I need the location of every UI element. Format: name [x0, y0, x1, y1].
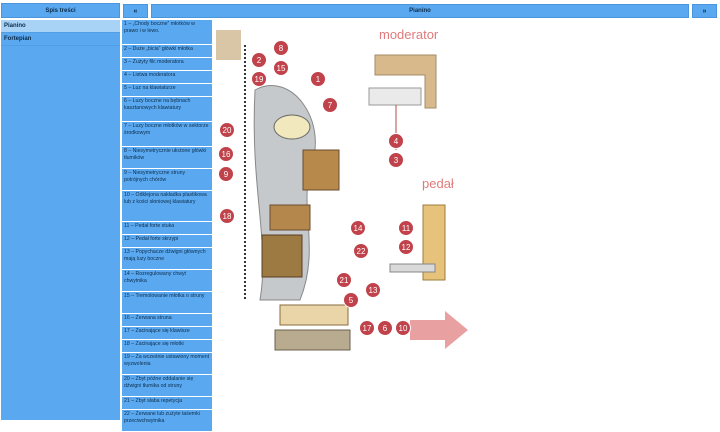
marker-19[interactable]: 19 — [251, 71, 267, 87]
list-item[interactable]: 4 – Listwa moderatora — [122, 71, 212, 84]
moderator-label: moderator — [379, 27, 439, 42]
prev-button[interactable]: « — [123, 4, 148, 18]
marker-17[interactable]: 17 — [359, 320, 375, 336]
marker-7[interactable]: 7 — [322, 97, 338, 113]
marker-3[interactable]: 3 — [388, 152, 404, 168]
list-item[interactable]: 3 – Zużyty filc moderatora — [122, 58, 212, 71]
marker-2[interactable]: 2 — [251, 52, 267, 68]
list-item[interactable]: 1 – „Chody boczne” młotków w prawo i w l… — [122, 20, 212, 45]
marker-5[interactable]: 5 — [343, 292, 359, 308]
wippen — [269, 204, 311, 231]
arrow-icon — [410, 311, 468, 349]
moderator-felt — [368, 87, 422, 106]
moderator-rail — [374, 54, 437, 109]
marker-6[interactable]: 6 — [377, 320, 393, 336]
marker-20[interactable]: 20 — [219, 122, 235, 138]
sidebar-item-pianino[interactable]: Pianino — [1, 20, 120, 33]
list-item[interactable]: 8 – Niesymetrycznie ułożone główki tłumi… — [122, 147, 212, 169]
list-item[interactable]: 9 – Niesymetryczne struny potrójnych chó… — [122, 169, 212, 191]
list-item[interactable]: 11 – Pedał forte stuka — [122, 222, 212, 235]
marker-16[interactable]: 16 — [218, 146, 234, 162]
marker-4[interactable]: 4 — [388, 133, 404, 149]
marker-15[interactable]: 15 — [273, 60, 289, 76]
defect-list: 1 – „Chody boczne” młotków w prawo i w l… — [122, 20, 212, 432]
list-item[interactable]: 10 – Odklejona nakładka plastikowa lub z… — [122, 191, 212, 222]
toc-header: Spis treści — [1, 3, 120, 18]
marker-21[interactable]: 21 — [336, 272, 352, 288]
damper-block — [302, 149, 340, 191]
pedal-label: pedał — [422, 176, 454, 191]
marker-10[interactable]: 10 — [395, 320, 411, 336]
key-frame — [261, 234, 303, 278]
sidebar-item-fortepian[interactable]: Fortepian — [1, 33, 120, 46]
marker-11[interactable]: 11 — [398, 220, 414, 236]
list-item[interactable]: 17 – Zacinające się klawisze — [122, 327, 212, 340]
list-item[interactable]: 7 – Luzy boczne młotków w sektorze środk… — [122, 122, 212, 147]
list-item[interactable]: 12 – Pedał forte skrzypi — [122, 235, 212, 248]
keybed — [274, 329, 351, 351]
marker-12[interactable]: 12 — [398, 239, 414, 255]
marker-8[interactable]: 8 — [273, 40, 289, 56]
next-button[interactable]: » — [692, 4, 717, 18]
list-item[interactable]: 22 – Zerwane lub zużyte taśemki przeciwc… — [122, 410, 212, 432]
marker-9[interactable]: 9 — [218, 166, 234, 182]
tuning-block — [216, 30, 241, 60]
list-item[interactable]: 18 – Zacinające się młotki — [122, 340, 212, 353]
list-item[interactable]: 21 – Zbyt słaba repetycja — [122, 397, 212, 410]
page-title: Pianino — [151, 4, 689, 18]
pedal-rod — [422, 204, 446, 281]
list-item[interactable]: 6 – Luzy boczne na bębnach kasztanowych … — [122, 97, 212, 122]
key-body — [279, 304, 349, 326]
toc-panel: Pianino Fortepian — [1, 20, 120, 420]
list-item[interactable]: 14 – Rozregulowany chwyt chwytnika — [122, 270, 212, 292]
marker-18[interactable]: 18 — [219, 208, 235, 224]
list-item[interactable]: 16 – Zerwana struna — [122, 314, 212, 327]
action-frame — [253, 84, 316, 301]
list-item[interactable]: 19 – Za wcześnie ustawiony moment wyzwol… — [122, 353, 212, 375]
hammer-head — [273, 114, 311, 140]
list-item[interactable]: 20 – Zbyt późne oddalanie się dźwigni tł… — [122, 375, 212, 397]
marker-1[interactable]: 1 — [310, 71, 326, 87]
list-item[interactable]: 2 – Duże „bicia” główki młotka — [122, 45, 212, 58]
list-item[interactable]: 5 – Luz na klawiaturze — [122, 84, 212, 97]
list-item[interactable]: 13 – Popychacze dźwigni głównych mają lu… — [122, 248, 212, 270]
marker-13[interactable]: 13 — [365, 282, 381, 298]
pedal-bar — [389, 263, 436, 273]
marker-14[interactable]: 14 — [350, 220, 366, 236]
marker-22[interactable]: 22 — [353, 243, 369, 259]
list-item[interactable]: 15 – Tremolowanie młotka o struny — [122, 292, 212, 314]
